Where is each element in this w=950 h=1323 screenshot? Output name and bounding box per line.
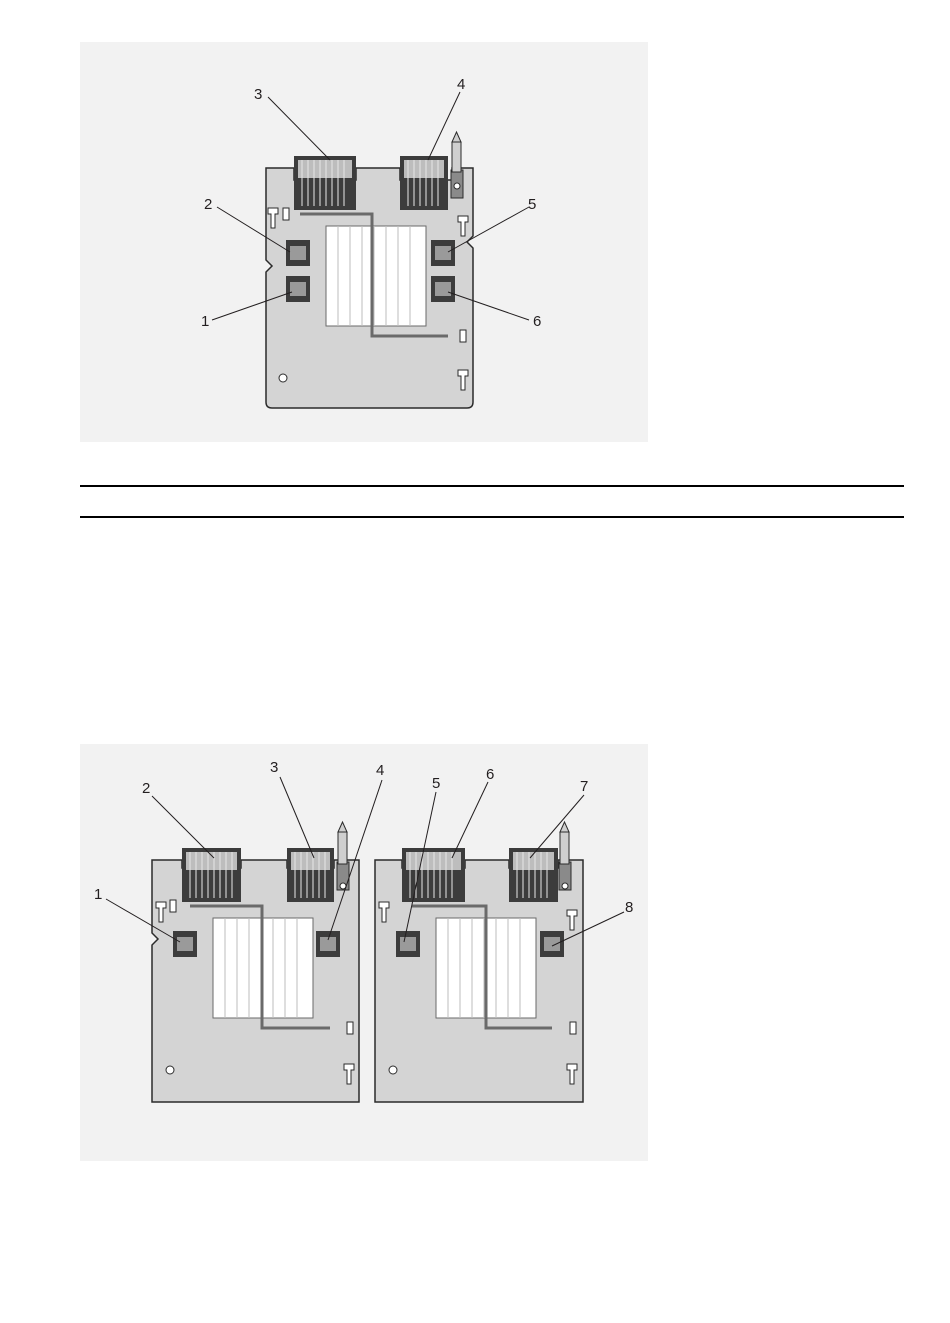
port-2	[286, 240, 310, 266]
callout-6: 6	[533, 313, 541, 330]
callout-3: 3	[254, 86, 262, 103]
port-1	[286, 276, 310, 302]
heatsink	[326, 226, 426, 326]
callout-5: 5	[432, 775, 440, 792]
mezzanine-card-figure-2: 1 2 3 4 5 6 7 8	[80, 744, 648, 1161]
table-rule-bottom	[80, 516, 904, 518]
mezzanine-card-figure-1: 3 4 2 5 1 6	[80, 42, 648, 442]
port-8	[540, 931, 564, 957]
edge-connector	[287, 848, 334, 902]
callout-5: 5	[528, 196, 536, 213]
port-5	[431, 240, 455, 266]
callout-6: 6	[486, 766, 494, 783]
callout-8: 8	[625, 899, 633, 916]
callout-7: 7	[580, 778, 588, 795]
edge-connector-right	[400, 156, 448, 210]
guide-pin	[559, 822, 571, 890]
callout-4: 4	[376, 762, 384, 779]
edge-connector	[509, 848, 558, 902]
callout-1: 1	[201, 313, 209, 330]
port-6	[431, 276, 455, 302]
callout-2: 2	[142, 780, 150, 797]
edge-connector-left	[294, 156, 356, 210]
mounting-hole	[279, 374, 287, 382]
callout-4: 4	[457, 76, 465, 93]
board-illustration-1	[80, 42, 648, 442]
board-illustration-2	[80, 744, 648, 1161]
port-4	[316, 931, 340, 957]
table-rule-top	[80, 485, 904, 487]
edge-connector	[402, 848, 465, 902]
guide-pin	[337, 822, 349, 890]
port-1	[173, 931, 197, 957]
guide-pin	[451, 132, 463, 198]
callout-2: 2	[204, 196, 212, 213]
port-5	[396, 931, 420, 957]
callout-1: 1	[94, 886, 102, 903]
callout-3: 3	[270, 759, 278, 776]
